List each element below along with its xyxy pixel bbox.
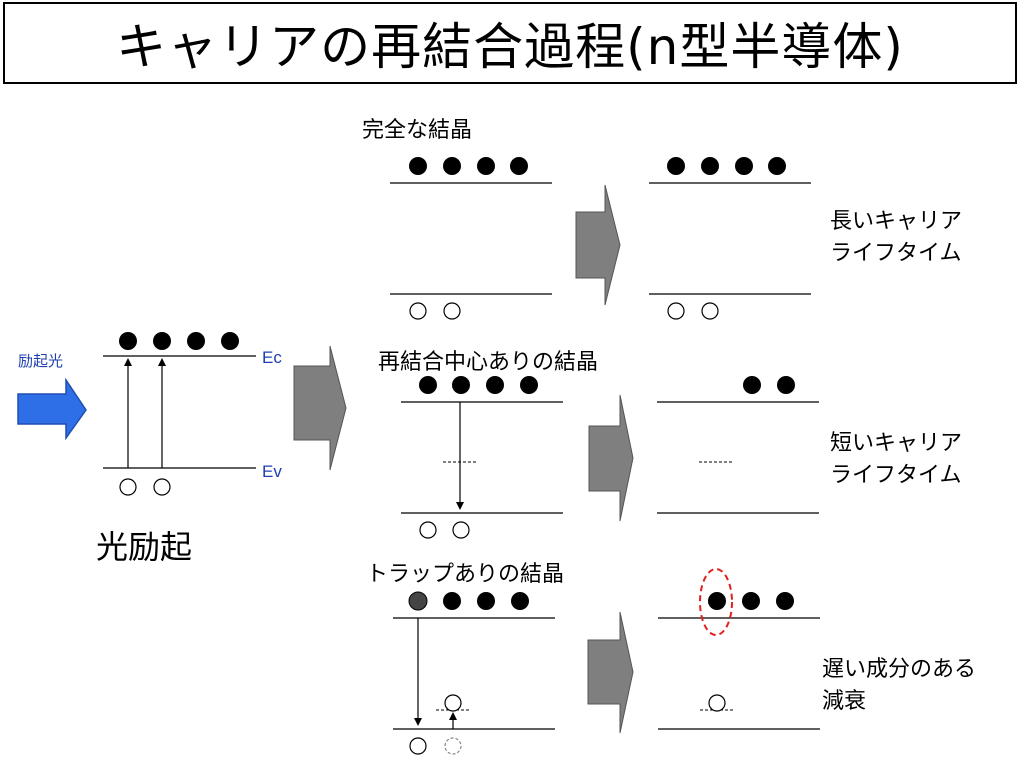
trapped-hole: [444, 694, 462, 712]
process-arrow-row1: [575, 184, 621, 306]
electron: [735, 157, 753, 175]
electron: [153, 332, 171, 350]
electron: [221, 332, 239, 350]
recombination-center-before: [401, 376, 563, 539]
result-line-1: 短いキャリア: [830, 431, 963, 456]
photoexcitation-caption: 光励起: [96, 528, 193, 566]
recombination-center-after: [657, 376, 819, 514]
electron: [187, 332, 205, 350]
electron: [520, 376, 538, 394]
hole: [409, 737, 427, 755]
electron: [701, 157, 719, 175]
hole: [419, 521, 437, 539]
trapped-hole: [708, 694, 726, 712]
perfect-crystal-label: 完全な結晶: [362, 118, 473, 143]
hole: [153, 478, 171, 496]
electron: [477, 592, 495, 610]
process-arrow-row2: [588, 394, 634, 522]
hole: [443, 302, 461, 320]
electron: [776, 592, 794, 610]
hole: [452, 521, 470, 539]
process-arrow-main: [293, 345, 347, 471]
electron-recombining: [408, 591, 428, 611]
electron: [768, 157, 786, 175]
electron: [477, 157, 495, 175]
electron: [486, 376, 504, 394]
electron: [119, 332, 137, 350]
trap-highlight-ellipse: [699, 568, 733, 636]
recombination-center-crystal-label: 再結合中心ありの結晶: [378, 350, 599, 375]
hole-vacated: [444, 737, 462, 755]
excitation-light-arrow: [17, 377, 87, 441]
long-lifetime-description: 長いキャリア ライフタイム: [830, 206, 962, 270]
process-arrow-row3: [587, 611, 634, 734]
electron: [510, 157, 528, 175]
hole: [701, 302, 719, 320]
short-lifetime-description: 短いキャリア ライフタイム: [830, 428, 962, 492]
trap-crystal-after: [658, 568, 820, 730]
result-line-2: ライフタイム: [830, 463, 962, 488]
hole: [119, 478, 137, 496]
perfect-crystal-before: [390, 157, 552, 320]
slide-title: キャリアの再結合過程(n型半導体): [3, 2, 1017, 84]
electron: [419, 376, 437, 394]
perfect-crystal-after: [649, 157, 811, 320]
result-line-2: ライフタイム: [830, 241, 962, 266]
electron: [708, 592, 726, 610]
trap-crystal-label: トラップありの結晶: [366, 562, 565, 587]
slow-decay-description: 遅い成分のある 減衰: [822, 654, 976, 718]
electron: [743, 376, 761, 394]
electron: [777, 376, 795, 394]
electron: [452, 376, 470, 394]
result-line-2: 減衰: [822, 689, 867, 714]
electron: [443, 592, 461, 610]
electron: [667, 157, 685, 175]
excitation-light-label: 励起光: [18, 352, 64, 370]
hole: [409, 302, 427, 320]
result-line-1: 遅い成分のある: [822, 657, 977, 682]
result-line-1: 長いキャリア: [830, 209, 963, 234]
photoexcitation-band-diagram: [103, 332, 256, 496]
hole: [667, 302, 685, 320]
electron: [443, 157, 461, 175]
conduction-band-label: Ec: [262, 348, 282, 367]
trap-crystal-before: [393, 591, 555, 755]
electron: [409, 157, 427, 175]
electron: [742, 592, 760, 610]
electron: [511, 592, 529, 610]
valence-band-label: Ev: [262, 462, 282, 481]
